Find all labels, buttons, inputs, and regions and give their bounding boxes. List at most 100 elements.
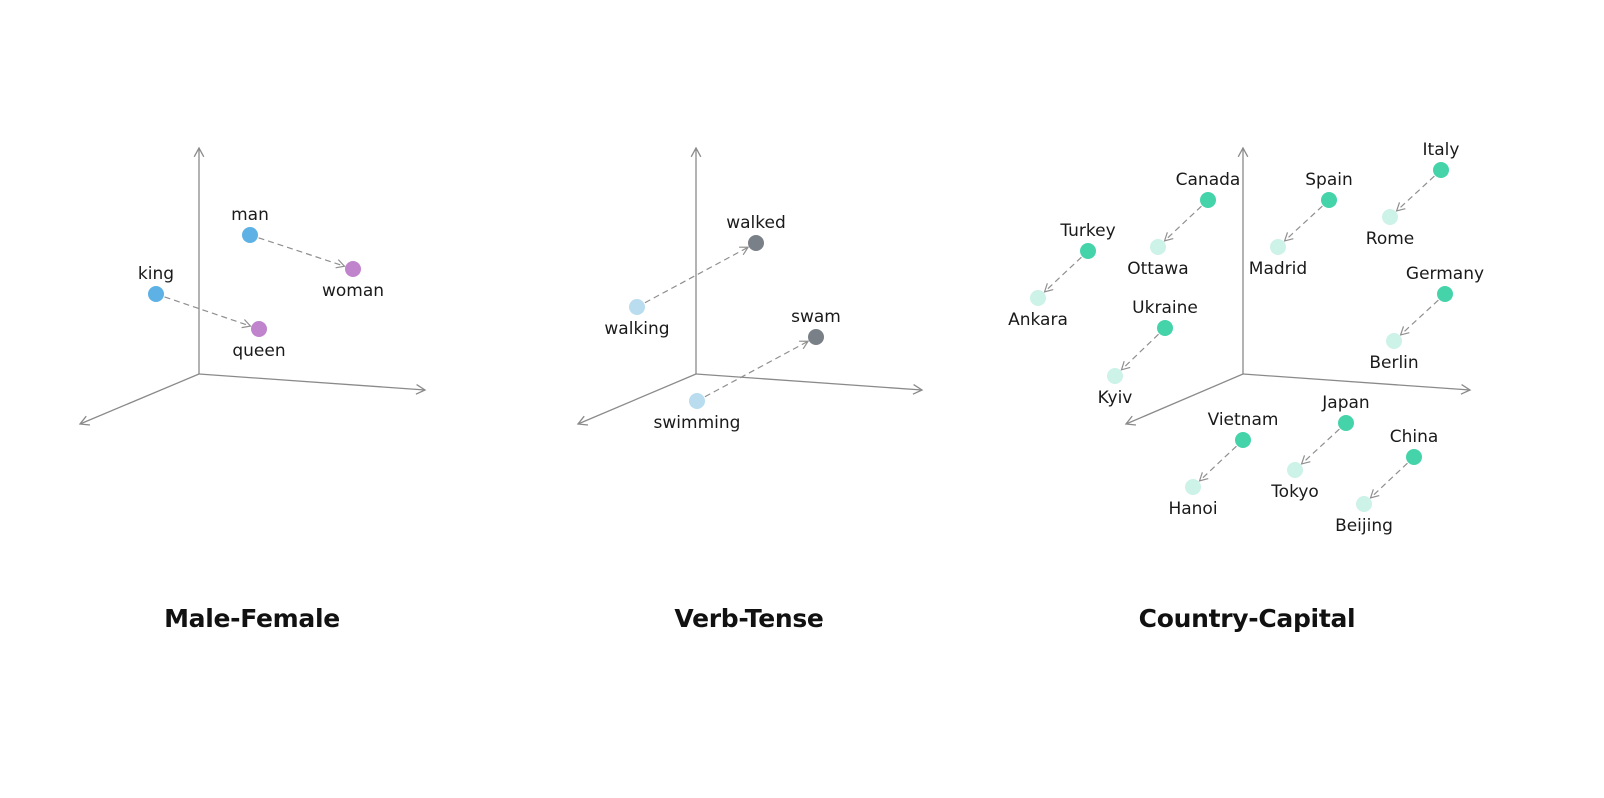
word-point-woman: woman (322, 261, 384, 301)
point-marker (1382, 209, 1398, 225)
point-marker (689, 393, 705, 409)
point-label: swimming (654, 413, 741, 433)
axis-arrow-icon (1237, 146, 1249, 158)
point-label: Turkey (1059, 221, 1115, 241)
relation-arrow (164, 296, 251, 327)
point-label: walked (726, 213, 786, 233)
point-marker (242, 227, 258, 243)
relation-arrowhead-icon (1283, 232, 1294, 242)
point-marker (1321, 192, 1337, 208)
word-point-germany: Germany (1406, 264, 1484, 302)
word-point-vietnam: Vietnam (1208, 410, 1279, 448)
relation-arrow (1396, 175, 1435, 212)
relation-arrow (1400, 299, 1439, 336)
axis-right (695, 373, 923, 391)
relation-arrow (1284, 205, 1323, 242)
relation-arrow (1199, 445, 1237, 482)
axis-left (1125, 373, 1244, 425)
point-label: Madrid (1249, 259, 1307, 279)
point-marker (748, 235, 764, 251)
point-marker (1406, 449, 1422, 465)
point-marker (1200, 192, 1216, 208)
point-marker (345, 261, 361, 277)
point-marker (148, 286, 164, 302)
panel-title-country-capital: Country-Capital (1138, 604, 1356, 633)
axis-arrow-icon (576, 415, 589, 426)
point-marker (1185, 479, 1201, 495)
relation-arrowhead-icon (1163, 232, 1174, 242)
axis-arrow-icon (78, 415, 91, 426)
point-label: Hanoi (1168, 499, 1217, 519)
word-point-china: China (1390, 427, 1438, 465)
point-marker (1157, 320, 1173, 336)
point-marker (1433, 162, 1449, 178)
word-point-ankara: Ankara (1008, 290, 1068, 330)
point-label: man (231, 205, 269, 225)
point-marker (629, 299, 645, 315)
relation-arrowhead-icon (1043, 283, 1054, 293)
axis-arrow-icon (1460, 384, 1472, 395)
point-marker (1437, 286, 1453, 302)
word-point-ukraine: Ukraine (1132, 298, 1198, 336)
relation-arrow (1044, 256, 1082, 293)
relation-arrowhead-icon (1300, 455, 1311, 465)
point-label: Ankara (1008, 310, 1068, 330)
relation-arrow (258, 237, 345, 267)
word-point-tokyo: Tokyo (1270, 462, 1319, 502)
word-point-japan: Japan (1321, 393, 1370, 431)
point-marker (1356, 496, 1372, 512)
relation-arrowhead-icon (1369, 489, 1380, 499)
panel-verb-tense: walking walked swimming swam (576, 146, 924, 433)
panel-male-female: king queen man woman (78, 146, 427, 426)
point-label: walking (604, 319, 669, 339)
point-marker (1270, 239, 1286, 255)
word-point-swam: swam (791, 307, 841, 345)
point-label: Spain (1305, 170, 1353, 190)
point-label: Ukraine (1132, 298, 1198, 318)
point-label: Vietnam (1208, 410, 1279, 430)
word-point-rome: Rome (1366, 209, 1414, 249)
word-point-swimming: swimming (654, 393, 741, 433)
point-label: Tokyo (1270, 482, 1319, 502)
panel-title-verb-tense: Verb-Tense (674, 604, 824, 633)
relation-arrow (1370, 462, 1408, 499)
point-marker (1080, 243, 1096, 259)
relation-arrow (704, 340, 809, 398)
point-marker (1107, 368, 1123, 384)
relation-arrowhead-icon (799, 340, 810, 350)
point-label: Japan (1321, 393, 1369, 413)
word-point-kyiv: Kyiv (1098, 368, 1132, 408)
point-marker (808, 329, 824, 345)
word-point-hanoi: Hanoi (1168, 479, 1218, 519)
axis-arrow-icon (912, 384, 924, 395)
point-label: Rome (1366, 229, 1414, 249)
word-point-man: man (231, 205, 269, 243)
word-point-beijing: Beijing (1335, 496, 1393, 536)
axis-right (1242, 373, 1471, 391)
point-marker (251, 321, 267, 337)
relation-arrowhead-icon (1198, 472, 1209, 482)
point-marker (1386, 333, 1402, 349)
relation-arrow (1121, 333, 1159, 371)
point-label: Italy (1423, 140, 1460, 160)
axis-arrow-icon (415, 384, 427, 395)
word-point-walking: walking (604, 299, 670, 339)
word-point-walked: walked (726, 213, 786, 251)
word-point-queen: queen (232, 321, 286, 361)
point-label: Berlin (1369, 353, 1418, 373)
point-label: Canada (1176, 170, 1241, 190)
point-label: swam (791, 307, 841, 327)
point-marker (1235, 432, 1251, 448)
word-point-ottawa: Ottawa (1127, 239, 1189, 279)
point-marker (1150, 239, 1166, 255)
relation-arrowhead-icon (1120, 361, 1131, 371)
word-point-canada: Canada (1176, 170, 1241, 208)
axis-arrow-icon (1124, 415, 1137, 426)
point-label: woman (322, 281, 384, 301)
relation-arrowhead-icon (1399, 326, 1410, 336)
word-point-king: king (138, 264, 174, 302)
point-label: Germany (1406, 264, 1484, 284)
word-point-madrid: Madrid (1249, 239, 1307, 279)
